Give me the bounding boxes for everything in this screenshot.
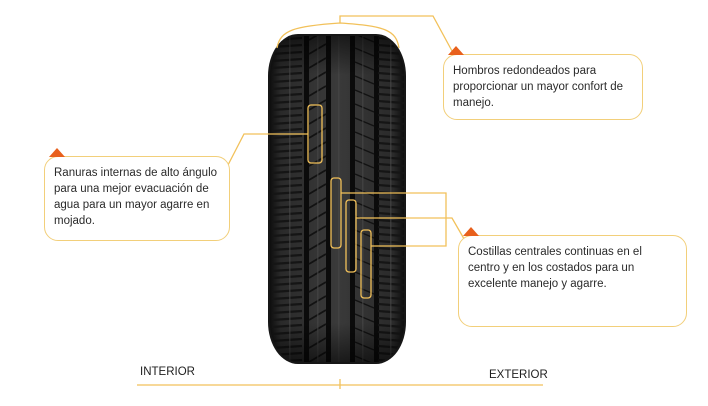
callout-ribs: Costillas centrales continuas en el cent… — [458, 227, 687, 327]
callout-grooves: Ranuras internas de alto ángulo para una… — [44, 148, 230, 241]
callout-accent-triangle — [49, 148, 65, 157]
callout-shoulders: Hombros redondeados para proporcionar un… — [443, 46, 643, 120]
callout-grooves-text: Ranuras internas de alto ángulo para una… — [54, 167, 218, 227]
callout-accent-triangle — [463, 227, 479, 236]
callout-accent-triangle — [448, 46, 464, 55]
grooves-indicator — [227, 104, 323, 166]
interior-exterior-axis — [137, 379, 543, 389]
tread-detail — [309, 366, 326, 376]
label-exterior: EXTERIOR — [489, 369, 548, 381]
callout-ribs-text: Costillas centrales continuas en el cent… — [468, 246, 642, 290]
callout-shoulders-text: Hombros redondeados para proporcionar un… — [453, 65, 624, 109]
ribs-indicator — [330, 177, 468, 299]
label-interior: INTERIOR — [140, 366, 195, 378]
shoulders-indicator — [276, 15, 459, 63]
tire-image — [268, 34, 406, 378]
tread-detail — [355, 370, 374, 378]
